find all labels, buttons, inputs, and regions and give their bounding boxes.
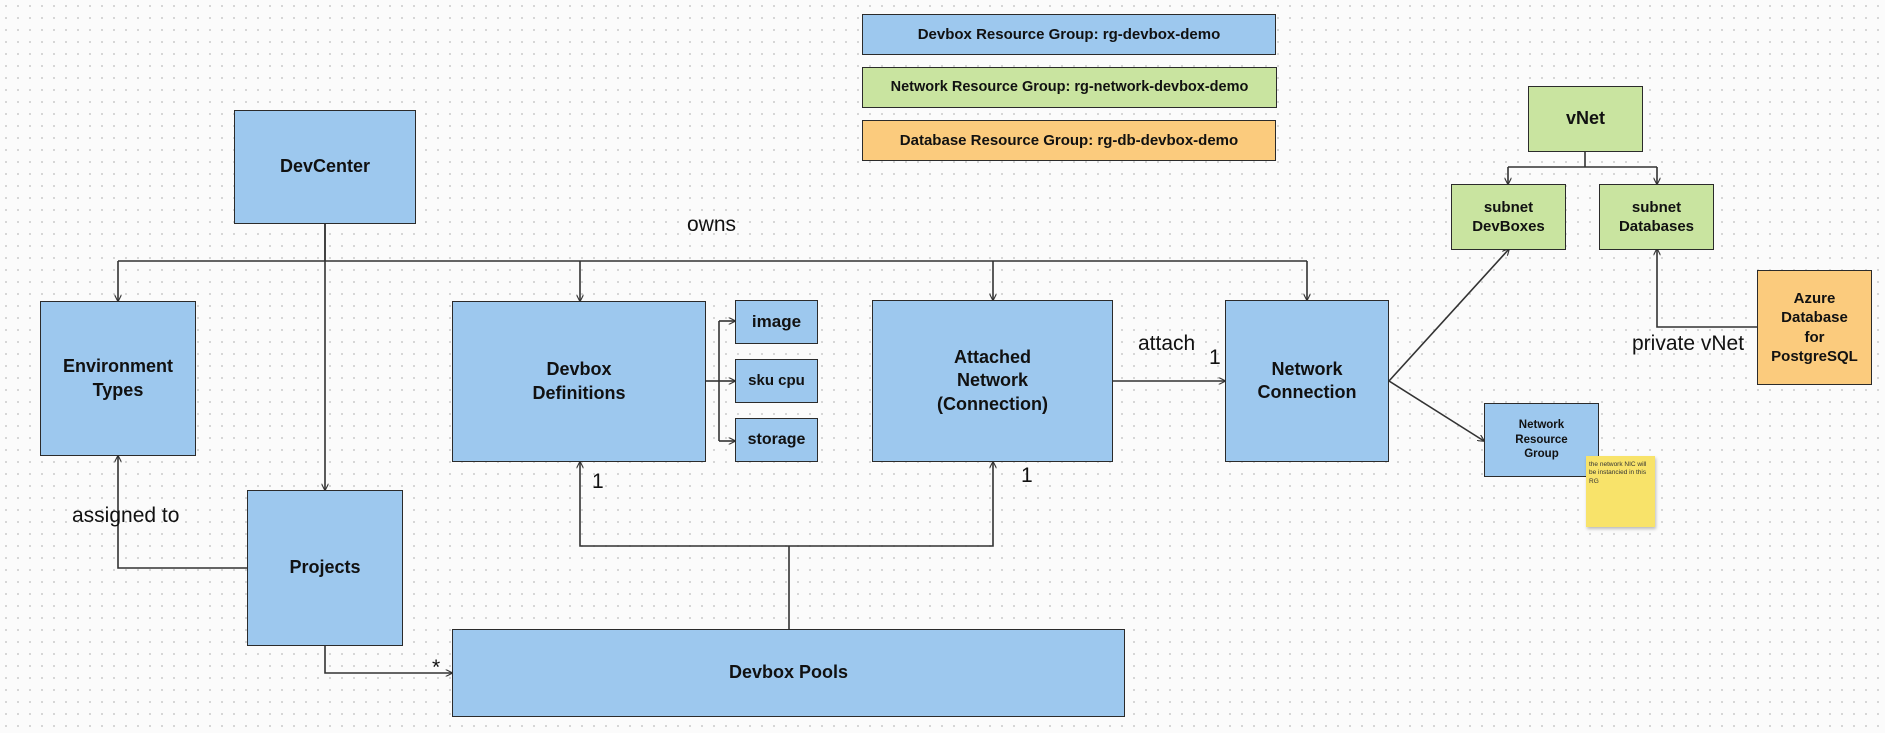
network-connection-to-network-rg [1388, 380, 1484, 441]
attached-network-node: Attached Network (Connection) [872, 300, 1113, 462]
definitions-multiplicity-label: 1 [592, 470, 604, 493]
storage-node: storage [735, 418, 818, 462]
projects-to-devbox-pools [324, 645, 452, 673]
devbox-definitions-node: Devbox Definitions [452, 301, 706, 462]
network-resource-group-node: Network Resource Group [1484, 403, 1599, 477]
legend-database-resource-group: Database Resource Group: rg-db-devbox-de… [862, 120, 1276, 161]
network-connection-node: Network Connection [1225, 300, 1389, 462]
devbox-pools-node: Devbox Pools [452, 629, 1125, 717]
sku-cpu-node: sku cpu [735, 359, 818, 403]
legend-devbox-resource-group: Devbox Resource Group: rg-devbox-demo [862, 14, 1276, 55]
sticky-note: the network NIC will be instancied in th… [1586, 456, 1655, 527]
attached-network-multiplicity-label: 1 [1021, 464, 1033, 487]
pools-to-attached-network [789, 462, 993, 547]
azure-database-postgresql-node: Azure Database for PostgreSQL [1757, 270, 1872, 385]
environment-types-node: Environment Types [40, 301, 196, 456]
devcenter-node: DevCenter [234, 110, 416, 224]
projects-to-environment-types [118, 456, 247, 569]
pools-to-devbox-definitions [580, 462, 789, 547]
assigned-to-label: assigned to [72, 504, 180, 527]
attach-label: attach [1138, 332, 1196, 355]
sticky-note-text: the network NIC will be instancied in th… [1589, 461, 1647, 485]
legend-network-resource-group: Network Resource Group: rg-network-devbo… [862, 67, 1277, 108]
projects-node: Projects [247, 490, 403, 646]
owns-label: owns [687, 213, 737, 236]
pools-multiplicity-label: * [432, 656, 441, 679]
network-connection-to-subnet-devboxes [1388, 249, 1509, 382]
vnet-node: vNet [1528, 86, 1643, 152]
database-to-subnet-databases [1657, 249, 1757, 328]
subnet-devboxes-node: subnet DevBoxes [1451, 184, 1566, 250]
subnet-databases-node: subnet Databases [1599, 184, 1714, 250]
private-vnet-label: private vNet [1632, 332, 1745, 355]
attach-multiplicity-label: 1 [1209, 346, 1221, 369]
image-node: image [735, 300, 818, 344]
